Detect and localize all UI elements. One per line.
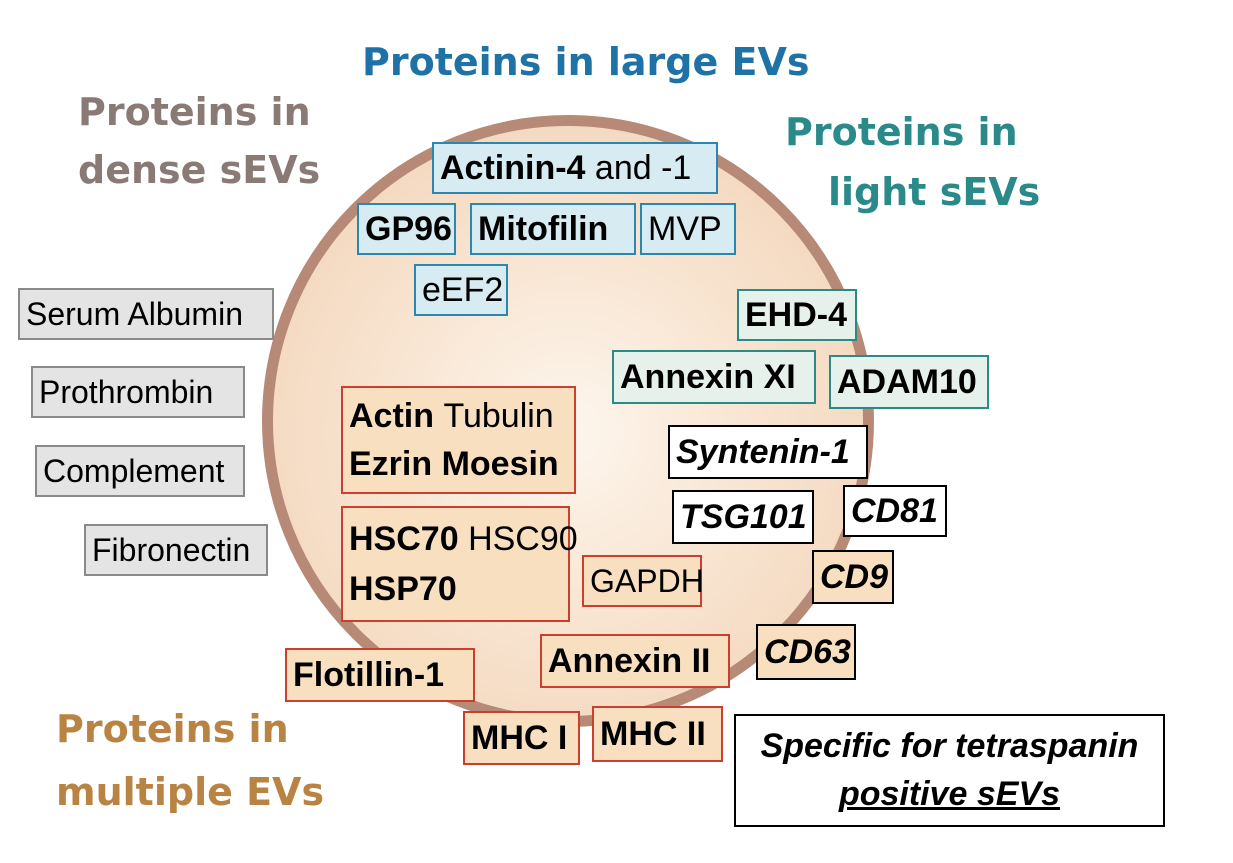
header-large-evs: Proteins in large EVs	[362, 40, 810, 84]
protein-box-adam10: ADAM10	[829, 355, 989, 409]
header-dense-sevs-line1: Proteins in	[78, 90, 311, 134]
protein-box-gp96: GP96	[357, 203, 456, 255]
tetraspanin-note: Specific for tetraspanin positive sEVs	[734, 714, 1165, 827]
protein-box-gapdh: GAPDH	[582, 555, 704, 607]
protein-box-mhc1: MHC I	[463, 711, 580, 765]
protein-box-mitofilin: Mitofilin	[470, 203, 636, 255]
tetraspanin-note-line2: positive sEVs	[838, 775, 1061, 813]
header-multiple-evs-line2: multiple EVs	[56, 770, 325, 814]
header-light-sevs-line2: light sEVs	[828, 170, 1041, 214]
protein-box-annexin-xi: Annexin XI	[612, 350, 816, 404]
protein-box-flotillin: Flotillin-1	[285, 648, 475, 702]
protein-box-heat-shock: HSC70 HSC90 HSP70	[341, 506, 578, 622]
protein-box-prothrombin: Prothrombin	[31, 366, 245, 418]
protein-hsc90: HSC90	[468, 520, 578, 558]
protein-tubulin: Tubulin	[443, 397, 554, 435]
protein-moesin: Moesin	[441, 445, 559, 483]
protein-box-tsg101: TSG101	[672, 490, 814, 544]
protein-box-cd63: CD63	[756, 624, 856, 680]
protein-box-eef2: eEF2	[414, 264, 508, 316]
header-dense-sevs-line2: dense sEVs	[78, 148, 321, 192]
header-light-sevs-line1: Proteins in	[785, 110, 1018, 154]
protein-ezrin: Ezrin	[349, 445, 433, 483]
protein-box-annexin-ii: Annexin II	[540, 634, 730, 688]
protein-box-syntenin: Syntenin-1	[668, 425, 868, 479]
header-multiple-evs-line1: Proteins in	[56, 707, 289, 751]
protein-box-complement: Complement	[35, 445, 245, 497]
protein-box-mhc2: MHC II	[592, 706, 723, 762]
protein-box-ehd4: EHD-4	[737, 289, 857, 341]
protein-actinin-1: and -1	[594, 148, 692, 187]
protein-box-cd81: CD81	[843, 485, 947, 537]
tetraspanin-note-line1: Specific for tetraspanin	[760, 727, 1139, 765]
protein-box-actinin: Actinin-4 and -1	[432, 142, 718, 194]
protein-box-mvp: MVP	[640, 203, 736, 255]
protein-box-serum-albumin: Serum Albumin	[18, 288, 274, 340]
protein-actinin-4: Actinin-4	[440, 148, 586, 187]
protein-hsc70: HSC70	[349, 520, 459, 558]
protein-box-fibronectin: Fibronectin	[84, 524, 268, 576]
protein-box-cytoskeleton: Actin Tubulin Ezrin Moesin	[341, 386, 576, 494]
protein-hsp70: HSP70	[349, 570, 457, 608]
protein-box-cd9: CD9	[812, 550, 894, 604]
protein-actin: Actin	[349, 397, 434, 435]
